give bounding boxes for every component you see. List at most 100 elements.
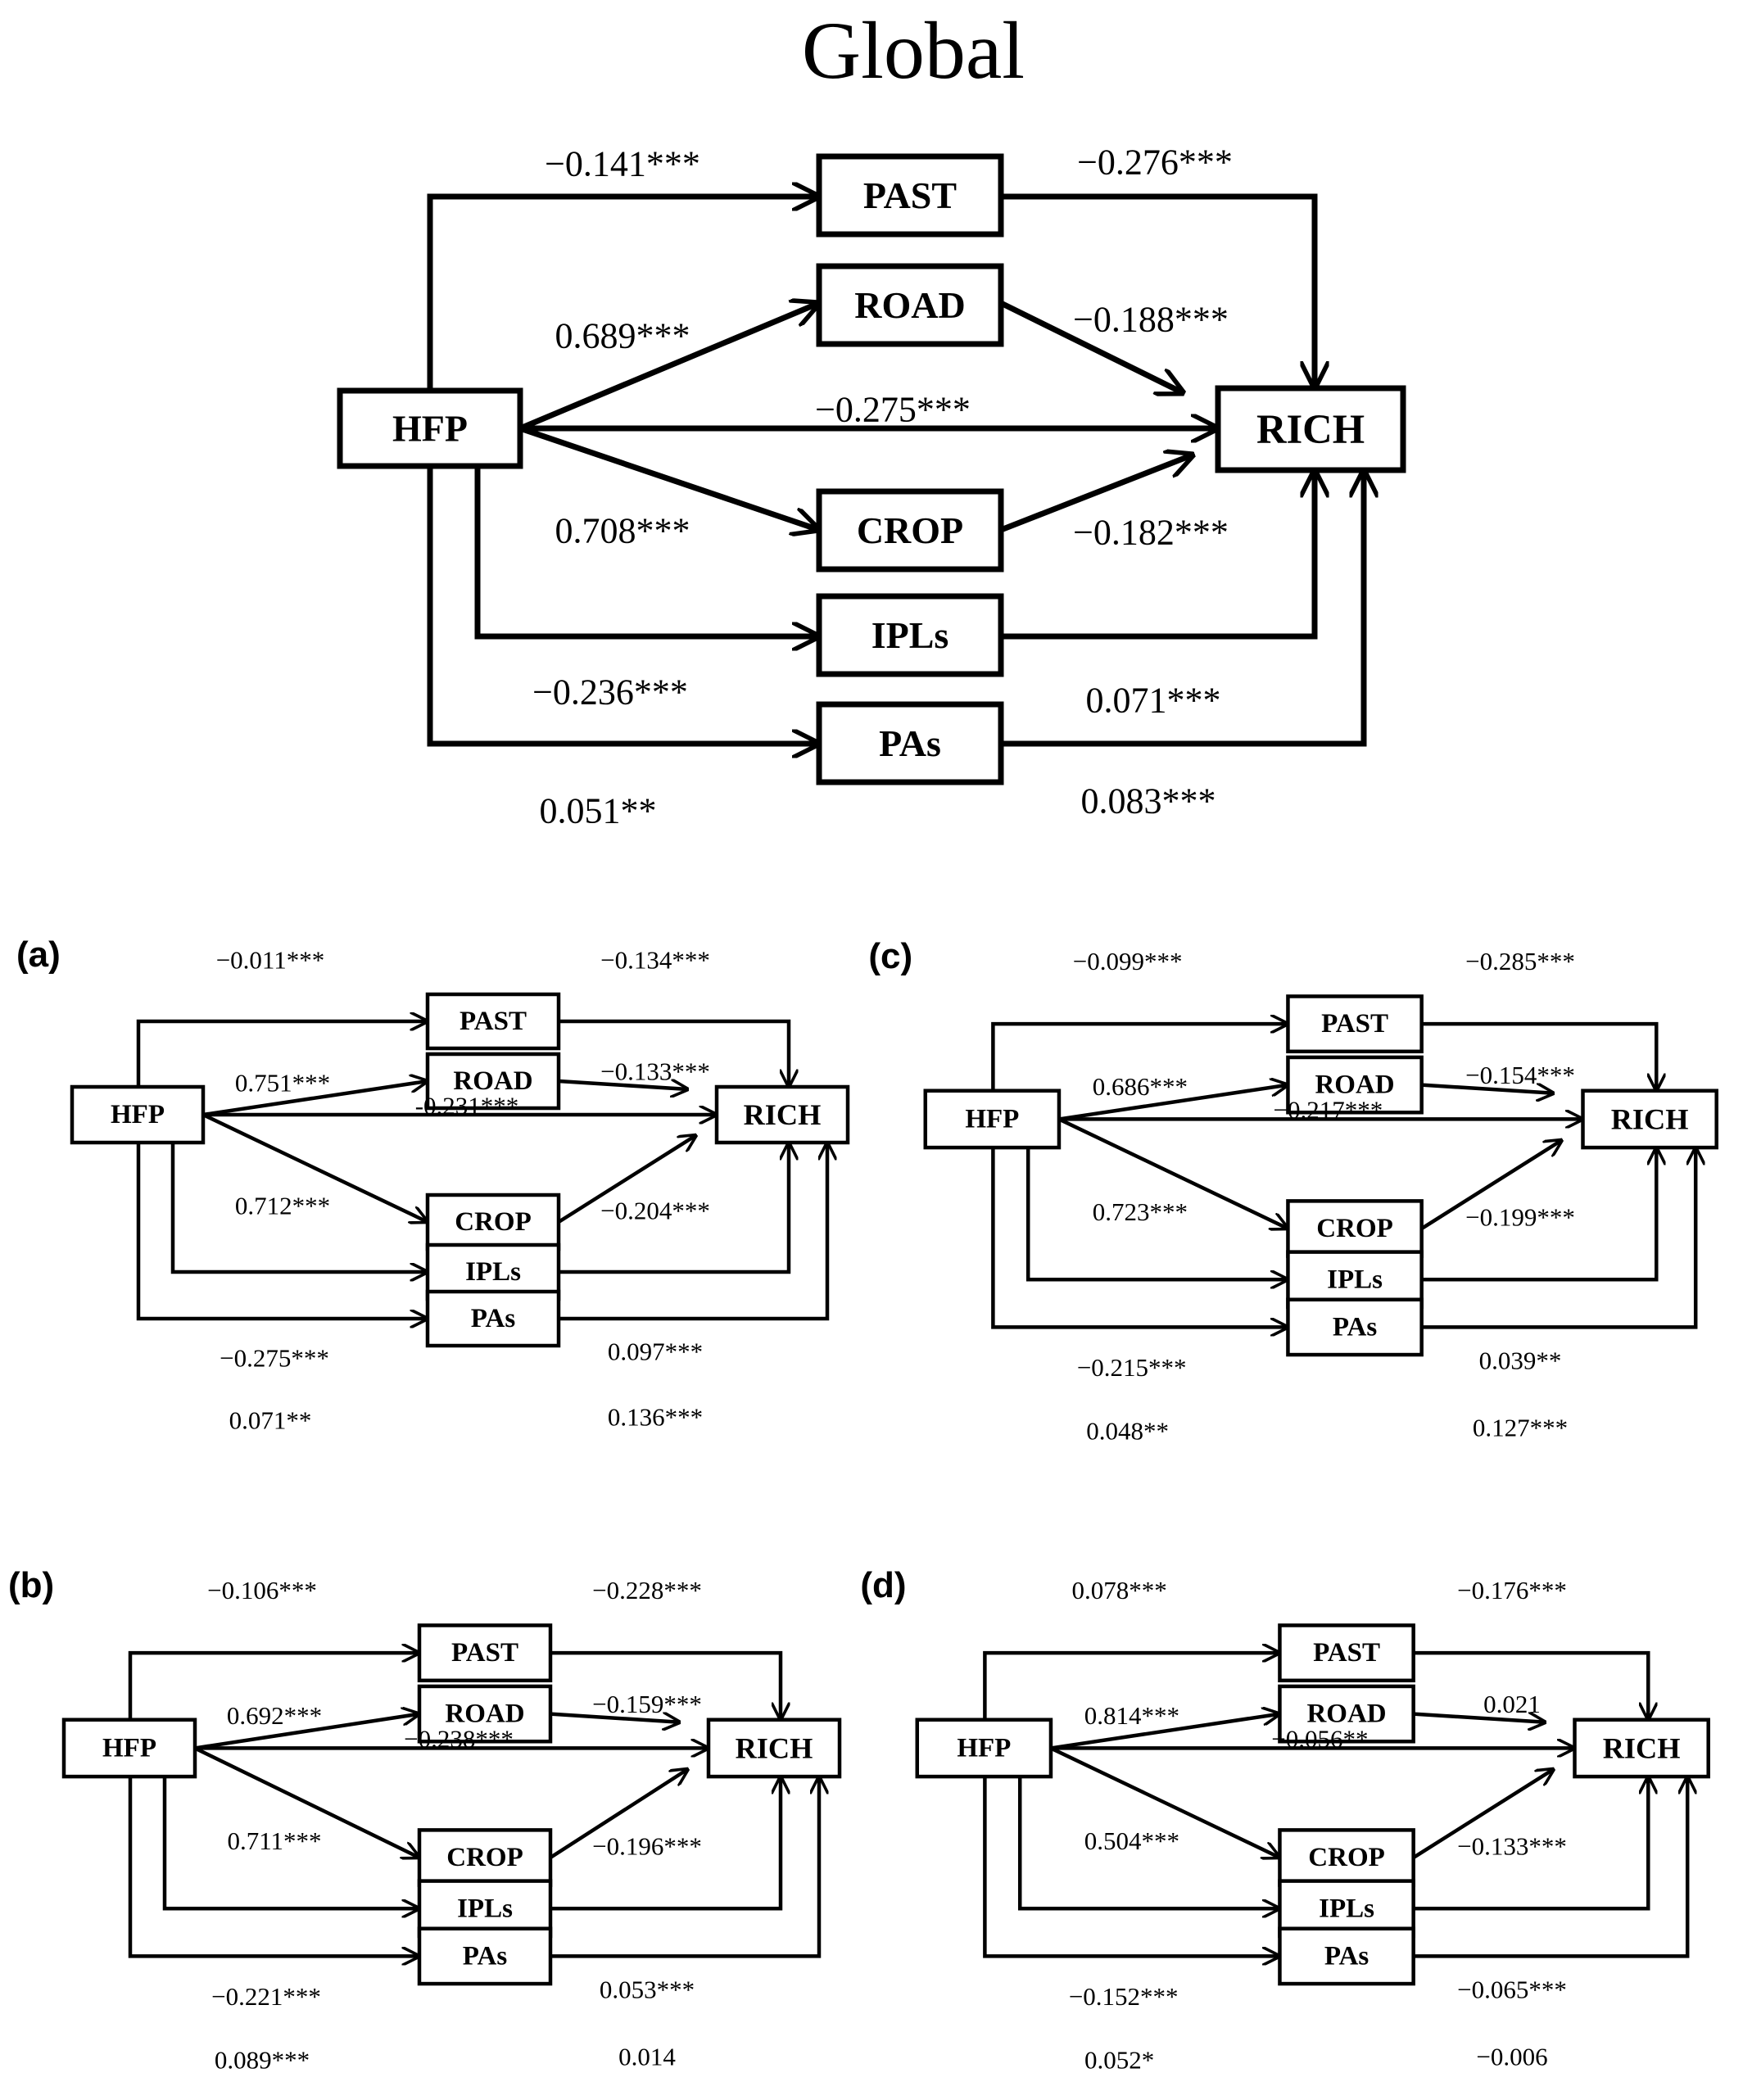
edge-hfp-to-past	[991, 1024, 1288, 1091]
coef-hfp-to-rich: −0.056**	[1271, 1725, 1368, 1754]
coef-pas-to-rich: 0.014	[618, 2042, 676, 2071]
node-box-pas	[816, 701, 1004, 785]
edge-hfp-to-road	[1058, 1085, 1288, 1121]
edge-pas-to-rich	[550, 1776, 819, 1958]
edge-hfp-to-road	[194, 1714, 419, 1750]
coef-hfp-to-rich: -0.231***	[415, 1092, 519, 1120]
node-box-hfp	[923, 1088, 1062, 1150]
edge-road-to-rich	[1421, 1085, 1554, 1093]
coef-hfp-to-road: 0.814***	[1084, 1701, 1179, 1730]
node-box-rich	[1573, 1718, 1710, 1779]
coef-hfp-to-rich: −0.217***	[1274, 1096, 1383, 1125]
node-box-rich	[706, 1718, 842, 1779]
node-box-pas	[1286, 1297, 1424, 1357]
coef-hfp-to-past: −0.106***	[207, 1576, 317, 1604]
figure-title: Global	[802, 5, 1025, 96]
coef-hfp-to-pas: 0.089***	[215, 2045, 310, 2074]
node-label-past: PAST	[460, 1007, 527, 1036]
edge-pas-to-rich	[1413, 1776, 1688, 1958]
edge-crop-to-rich	[1420, 1140, 1562, 1230]
edge-hfp-to-past	[427, 197, 819, 391]
node-box-rich	[1215, 385, 1406, 473]
coef-hfp-to-ipls: −0.215***	[1077, 1353, 1187, 1382]
edge-hfp-to-ipls	[1025, 1147, 1288, 1279]
edge-hfp-to-crop	[518, 425, 819, 530]
node-box-rich	[1581, 1088, 1718, 1150]
node-label-road: ROAD	[854, 284, 965, 326]
node-label-pas: PAs	[471, 1304, 516, 1333]
node-label-hfp: HFP	[957, 1733, 1011, 1763]
edge-ipls-to-rich	[559, 1143, 789, 1274]
edge-hfp-to-ipls	[170, 1143, 428, 1272]
node-label-pas: PAs	[1333, 1312, 1378, 1342]
coef-hfp-to-crop: 0.712***	[235, 1192, 330, 1220]
node-label-ipls: IPLs	[1327, 1265, 1383, 1294]
node-label-ipls: IPLs	[465, 1257, 521, 1287]
coef-crop-to-rich: −0.199***	[1465, 1202, 1575, 1231]
coef-hfp-to-ipls: −0.236***	[532, 672, 688, 713]
node-box-crop	[816, 488, 1004, 573]
edge-crop-to-rich	[549, 1769, 688, 1859]
edge-hfp-to-pas	[427, 466, 819, 744]
edge-hfp-to-ipls	[162, 1776, 419, 1908]
edge-hfp-to-crop	[1049, 1746, 1279, 1858]
coef-hfp-to-past: −0.099***	[1073, 947, 1183, 975]
coef-ipls-to-rich: 0.097***	[608, 1337, 703, 1366]
node-label-road: ROAD	[453, 1066, 532, 1096]
coef-pas-to-rich: 0.136***	[608, 1403, 703, 1432]
coef-road-to-rich: −0.159***	[592, 1690, 702, 1718]
coef-hfp-to-road: 0.686***	[1093, 1072, 1188, 1101]
node-box-past	[417, 1623, 553, 1683]
coef-crop-to-rich: −0.182***	[1073, 513, 1229, 553]
edge-past-to-rich	[1413, 1650, 1649, 1720]
node-label-crop: CROP	[857, 509, 963, 551]
edge-crop-to-rich	[999, 455, 1193, 533]
node-label-rich: RICH	[1256, 406, 1365, 452]
node-label-ipls: IPLs	[1319, 1894, 1374, 1923]
node-box-road	[425, 1052, 561, 1111]
panel-label-b: (b)	[8, 1565, 54, 1605]
node-label-road: ROAD	[1315, 1070, 1394, 1100]
node-box-hfp	[61, 1718, 197, 1779]
edge-hfp-to-pas	[136, 1143, 428, 1319]
edge-hfp-to-past	[983, 1653, 1279, 1720]
node-label-past: PAST	[1321, 1009, 1388, 1039]
node-label-crop: CROP	[1316, 1214, 1393, 1243]
edge-pas-to-rich	[1001, 470, 1364, 747]
node-box-road	[816, 263, 1004, 347]
node-box-pas	[425, 1289, 561, 1348]
node-box-hfp	[915, 1718, 1053, 1779]
node-label-pas: PAs	[879, 722, 941, 764]
node-label-rich: RICH	[1603, 1731, 1681, 1764]
coef-crop-to-rich: −0.196***	[592, 1831, 702, 1860]
edge-past-to-rich	[559, 1019, 789, 1087]
node-box-rich	[714, 1084, 850, 1145]
node-box-road	[1286, 1055, 1424, 1115]
edge-hfp-to-crop	[1057, 1117, 1288, 1229]
coef-pas-to-rich: 0.083***	[1081, 781, 1216, 821]
coef-hfp-to-pas: 0.051**	[540, 791, 657, 831]
coef-road-to-rich: 0.021	[1483, 1690, 1541, 1718]
edge-road-to-rich	[1413, 1714, 1546, 1722]
node-box-pas	[1278, 1926, 1415, 1986]
node-label-past: PAST	[451, 1638, 518, 1668]
coef-ipls-to-rich: 0.053***	[600, 1976, 695, 2004]
coef-hfp-to-past: −0.141***	[545, 144, 700, 184]
coef-hfp-to-road: 0.689***	[555, 316, 690, 356]
edge-pas-to-rich	[559, 1143, 827, 1321]
coef-ipls-to-rich: −0.065***	[1457, 1976, 1567, 2004]
node-box-past	[425, 992, 561, 1051]
edge-hfp-to-ipls	[1017, 1776, 1279, 1908]
node-box-hfp	[337, 387, 523, 469]
node-label-pas: PAs	[463, 1941, 508, 1971]
coef-hfp-to-pas: 0.052*	[1084, 2045, 1154, 2074]
coef-past-to-rich: −0.134***	[600, 946, 710, 975]
node-label-crop: CROP	[455, 1207, 532, 1237]
coef-crop-to-rich: −0.133***	[1457, 1831, 1567, 1860]
coef-ipls-to-rich: 0.071***	[1086, 681, 1221, 721]
coef-hfp-to-rich: −0.275***	[815, 390, 971, 430]
coef-past-to-rich: −0.285***	[1465, 947, 1575, 975]
node-box-crop	[417, 1828, 553, 1887]
edge-past-to-rich	[1001, 193, 1315, 388]
